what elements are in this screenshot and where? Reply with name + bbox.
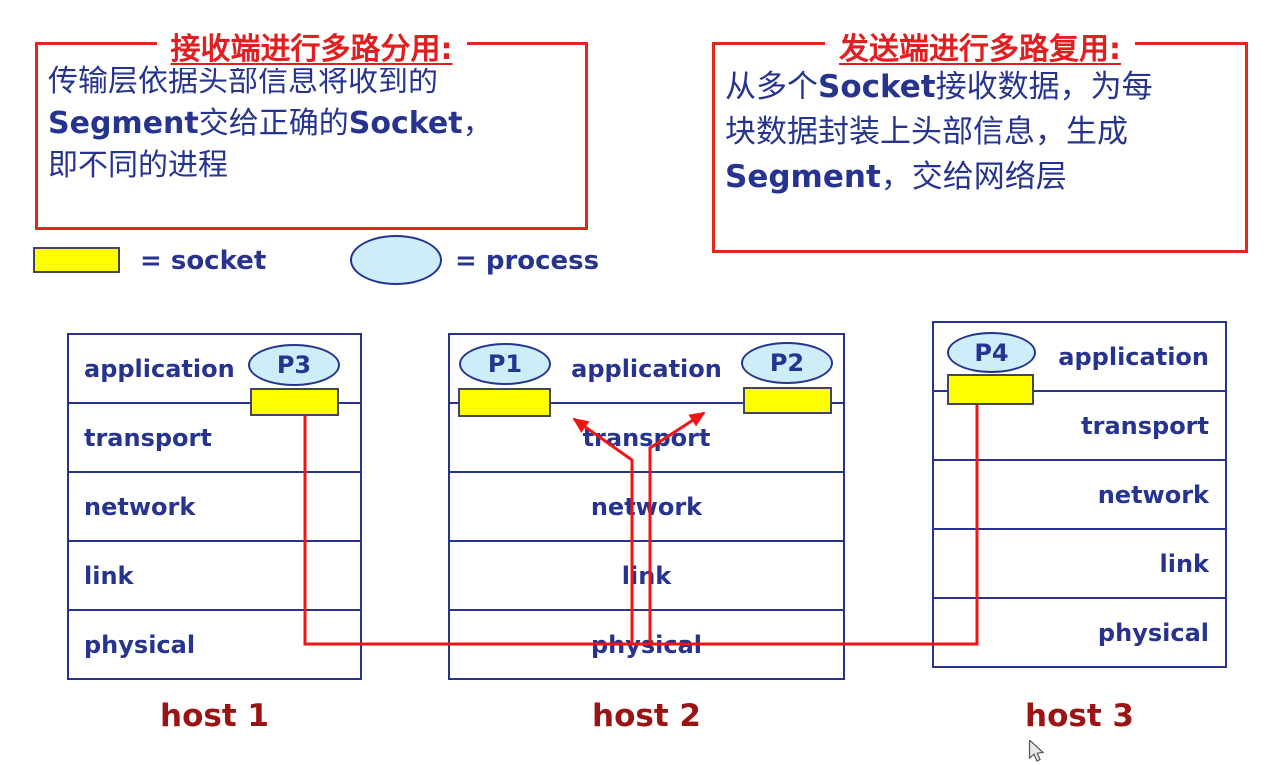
process-p3-ellipse: P3 [248, 344, 340, 386]
layer-row-application: application [934, 323, 1225, 392]
layer-row-physical: physical [590, 630, 703, 659]
mux-note: 发送端进行多路复用: 从多个Socket接收数据，为每块数据封装上头部信息，生成… [712, 24, 1248, 253]
layer-row-application: application [69, 335, 360, 404]
process-p1-label: P1 [487, 350, 523, 378]
socket-p4 [947, 374, 1034, 405]
process-p3-label: P3 [276, 351, 312, 379]
layer-row-link: link [69, 542, 360, 611]
process-p2-label: P2 [769, 349, 805, 377]
socket-p1 [458, 388, 551, 417]
legend-process-shape [350, 235, 442, 285]
legend-socket-label: = socket [140, 246, 267, 276]
process-p4-label: P4 [974, 338, 1009, 367]
layer-row-network: network [450, 473, 843, 542]
mouse-cursor-icon [1028, 740, 1045, 762]
host-2-stack: application transport network link physi… [448, 333, 845, 680]
layer-row-link: link [450, 542, 843, 611]
layer-row-physical: physical [1097, 618, 1209, 647]
host-2-label: host 2 [592, 698, 701, 734]
legend-process-label: = process [455, 246, 600, 276]
process-p1-ellipse: P1 [459, 343, 551, 385]
layer-row-network: network [69, 473, 360, 542]
socket-p2 [743, 387, 832, 414]
process-p4-ellipse: P4 [947, 332, 1036, 373]
process-p2-ellipse: P2 [741, 342, 833, 384]
legend-socket-swatch [33, 247, 120, 273]
mux-note-title: 发送端进行多路复用: [825, 24, 1135, 68]
layer-row-network: network [934, 461, 1225, 530]
host-1-label: host 1 [160, 698, 269, 734]
layer-row-transport: transport [934, 392, 1225, 461]
layer-row-transport: transport [69, 404, 360, 473]
socket-p3 [250, 388, 339, 416]
host-3-label: host 3 [1025, 698, 1134, 734]
host-1-stack: application transport network link physi… [67, 333, 362, 680]
layer-row-physical: physical [84, 630, 196, 659]
demux-note-title: 接收端进行多路分用: [156, 24, 467, 68]
layer-row-link: link [934, 530, 1225, 599]
